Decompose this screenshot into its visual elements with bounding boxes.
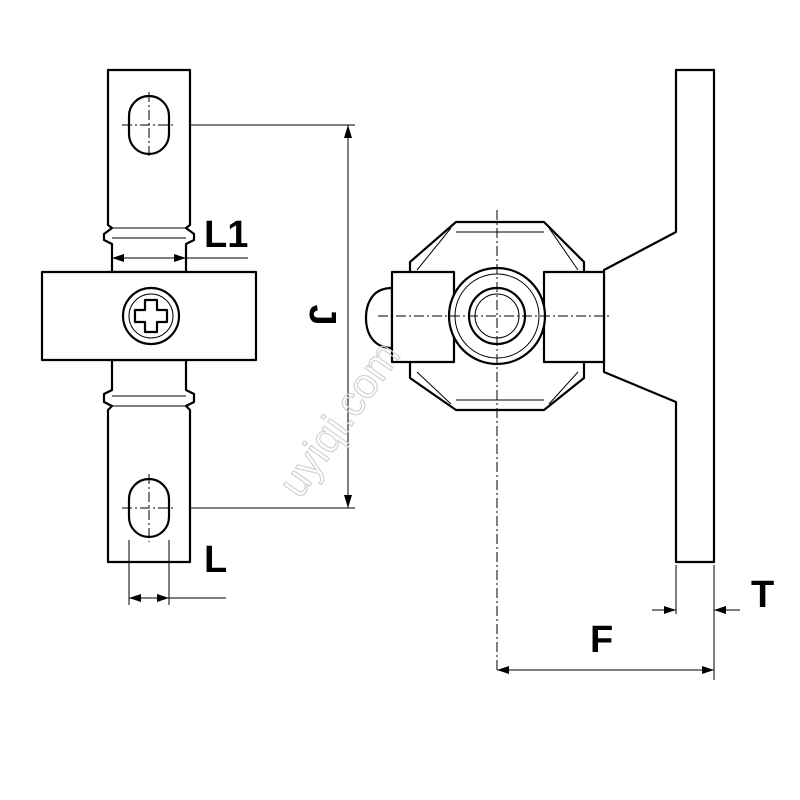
dimension-label-T: T <box>751 574 774 616</box>
front-view <box>40 68 258 564</box>
dimension-label-J: J <box>301 304 343 325</box>
watermark: uyiqi.com <box>269 333 409 505</box>
dimension-L1: L1 <box>112 214 248 262</box>
lower-strap <box>102 358 196 564</box>
dimension-T: T <box>652 565 774 680</box>
side-view <box>364 68 716 670</box>
dimension-J: J <box>190 124 355 509</box>
dimension-label-L: L <box>204 539 227 581</box>
dimension-label-L1: L1 <box>204 214 248 256</box>
right-clamp-block <box>542 270 606 364</box>
left-clamp-block <box>390 270 456 364</box>
mounting-plate <box>602 68 716 564</box>
roller-knob <box>364 286 394 350</box>
phillips-cross-icon <box>133 298 169 334</box>
dimension-F: F <box>497 619 714 674</box>
dimension-L: L <box>128 539 227 605</box>
dimension-label-F: F <box>590 619 613 661</box>
